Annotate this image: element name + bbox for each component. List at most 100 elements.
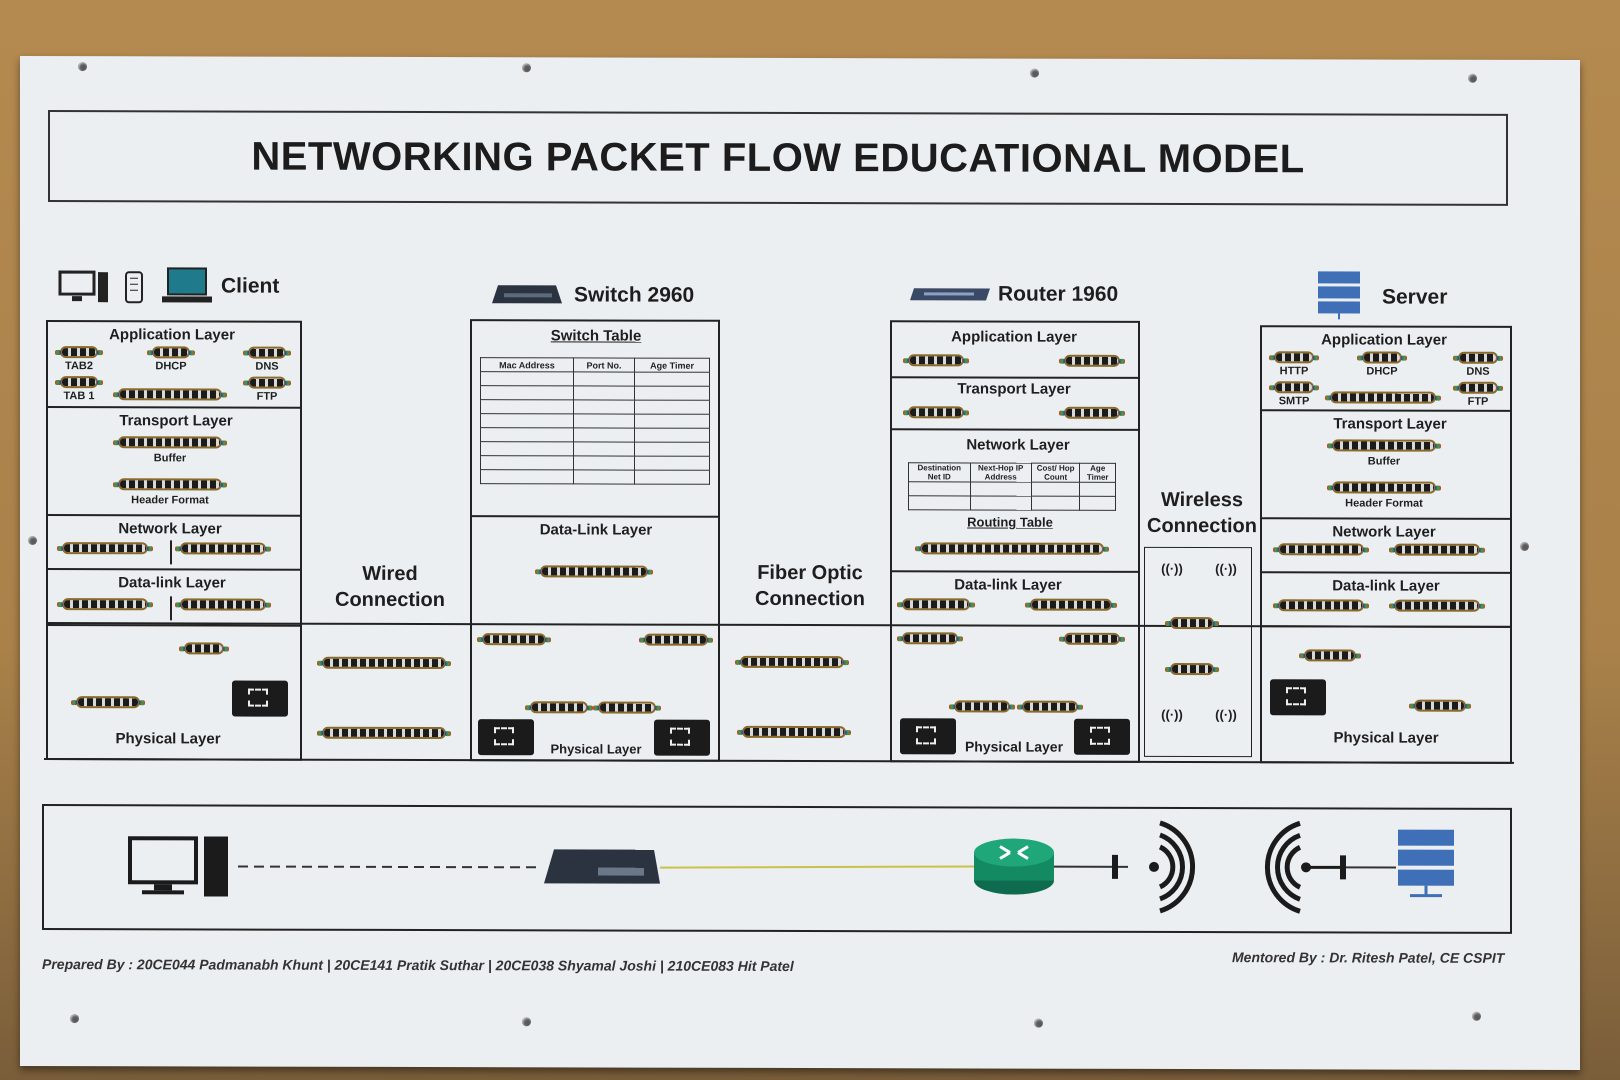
led-strip: [1278, 543, 1364, 556]
wired-line1: Wired: [362, 562, 418, 585]
screw: [28, 535, 37, 546]
led-strip: [1330, 391, 1436, 404]
screw: [78, 62, 87, 72]
app-item-dhcp: DHCP: [1366, 365, 1398, 378]
app-item-ftp: FTP: [256, 390, 278, 403]
led-strip: [322, 656, 446, 670]
topology-diagram: [128, 820, 1454, 914]
wireless-icon: [1112, 820, 1195, 914]
led-strip: [152, 346, 190, 359]
router-datalink-layer: Data-link Layer: [954, 576, 1062, 594]
led-strip: [180, 542, 266, 555]
port-chip: [654, 719, 710, 756]
led-strip: [1274, 351, 1314, 364]
router-icon: [908, 286, 992, 302]
buffer-label: Buffer: [1367, 455, 1401, 468]
switch-physical-layer: Physical Layer: [550, 741, 642, 757]
router-transport-layer: Transport Layer: [957, 380, 1071, 398]
phone-icon: [124, 270, 144, 304]
led-strip: [742, 725, 846, 739]
router-physical-layer: Physical Layer: [964, 738, 1064, 755]
server-icon: [1398, 829, 1454, 898]
led-strip: [1170, 616, 1214, 630]
router-icon: [974, 838, 1054, 895]
led-strip: [62, 598, 148, 611]
wired-line2: Connection: [335, 588, 445, 612]
app-item-ftp: FTP: [1467, 395, 1489, 408]
client-network-layer: Network Layer: [118, 520, 222, 538]
led-strip: [60, 346, 98, 359]
wired-connection-label: Wired Connection: [320, 561, 460, 613]
nic-chip: [1270, 679, 1326, 716]
led-strip: [644, 633, 708, 646]
client-datalink-layer: Data-link Layer: [118, 574, 226, 592]
header-format-label: Header Format: [1345, 497, 1423, 510]
screw: [522, 63, 531, 73]
server-application-layer: Application Layer: [1321, 331, 1447, 349]
led-strip: [118, 388, 222, 401]
screw: [1472, 1011, 1481, 1021]
led-strip: [1022, 700, 1078, 713]
led-strip: [1414, 699, 1466, 712]
routing-table-title: Routing Table: [967, 514, 1053, 530]
screw: [522, 1017, 531, 1027]
led-strip: [908, 406, 964, 419]
fiber-connection-label: Fiber Optic Connection: [740, 560, 880, 612]
led-strip: [1064, 406, 1120, 419]
server-datalink-layer: Data-link Layer: [1332, 577, 1440, 595]
col-nexthop: Next-Hop IP Address: [970, 462, 1032, 483]
led-strip: [902, 632, 958, 645]
switch-icon: [490, 283, 564, 305]
fiber-line1: Fiber Optic: [757, 561, 863, 585]
laptop-icon: [162, 266, 212, 304]
led-strip: [1332, 481, 1436, 494]
led-strip: [1458, 351, 1498, 364]
led-strip: [740, 655, 844, 669]
led-strip: [1064, 632, 1120, 645]
switch-table-title: Switch Table: [550, 327, 642, 345]
col-dest: Destination Net ID: [908, 462, 971, 482]
client-physical-layer: Physical Layer: [115, 730, 221, 748]
wireless-line2: Connection: [1147, 514, 1257, 538]
wireless-line1: Wireless: [1160, 488, 1244, 512]
wireless-connection-label: Wireless Connection: [1134, 487, 1270, 539]
router-network-layer: Network Layer: [966, 436, 1070, 454]
router-application-layer: Application Layer: [951, 328, 1077, 346]
app-item-tab1: TAB 1: [63, 390, 95, 403]
prepared-by: Prepared By : 20CE044 Padmanabh Khunt | …: [42, 956, 794, 974]
server-network-layer: Network Layer: [1332, 523, 1436, 541]
wireless-icon: ((·)): [1215, 707, 1237, 723]
server-icon: [1316, 269, 1362, 320]
fiber-line2: Connection: [755, 587, 865, 611]
app-item-dns: DNS: [1466, 365, 1490, 378]
wireless-frame: [1144, 546, 1252, 758]
page-title: NETWORKING PACKET FLOW EDUCATIONAL MODEL: [251, 134, 1305, 181]
led-strip: [1064, 354, 1120, 367]
led-strip: [482, 633, 546, 646]
wireless-icon: [1265, 820, 1346, 914]
led-strip: [540, 565, 648, 578]
led-strip: [1332, 439, 1436, 452]
led-strip: [1394, 543, 1480, 556]
led-strip: [248, 346, 286, 359]
server-physical-layer: Physical Layer: [1333, 729, 1439, 747]
led-strip: [1458, 381, 1498, 394]
desktop-icon: [128, 836, 228, 897]
led-strip: [118, 478, 222, 491]
led-strip: [248, 376, 286, 389]
client-application-layer: Application Layer: [109, 326, 235, 344]
led-strip: [1278, 599, 1364, 612]
divider: [170, 596, 172, 621]
led-strip: [1304, 649, 1356, 662]
port-chip: [900, 718, 956, 755]
switch-header: Switch 2960: [574, 283, 695, 307]
title-box: NETWORKING PACKET FLOW EDUCATIONAL MODEL: [48, 110, 1508, 206]
led-strip: [902, 598, 970, 611]
client-transport-layer: Transport Layer: [119, 412, 233, 430]
server-transport-layer: Transport Layer: [1333, 415, 1447, 433]
switch-datalink-layer: Data-Link Layer: [539, 521, 653, 539]
led-strip: [954, 700, 1010, 713]
col-age: Age Timer: [634, 358, 710, 373]
